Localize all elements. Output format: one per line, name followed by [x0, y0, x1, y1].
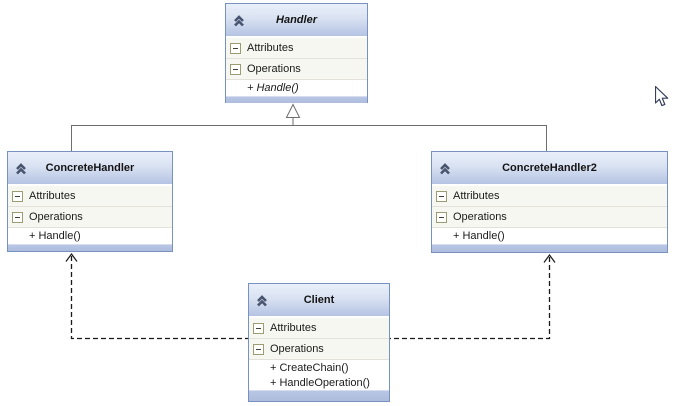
attributes-section-row[interactable]: Attributes [249, 318, 389, 339]
class-title: ConcreteHandler [45, 162, 135, 174]
minus-expander-icon[interactable] [253, 343, 264, 355]
class-header: Client [249, 284, 389, 316]
attributes-label: Attributes [453, 190, 500, 202]
class-shape-concretehandler2[interactable]: ConcreteHandler2 Attributes Operations +… [431, 151, 668, 253]
attributes-label: Attributes [29, 190, 76, 202]
operations-section-row[interactable]: Operations [432, 207, 667, 228]
inheritance-connector[interactable] [71, 103, 547, 152]
operations-label: Operations [247, 63, 301, 75]
attributes-label: Attributes [270, 322, 317, 334]
dependency-connector-right[interactable] [390, 253, 556, 340]
minus-expander-icon[interactable] [436, 190, 447, 202]
attributes-label: Attributes [247, 42, 294, 54]
minus-expander-icon[interactable] [230, 42, 241, 54]
minus-expander-icon[interactable] [230, 63, 241, 75]
shape-footer-band [8, 244, 172, 251]
operations-section-row[interactable]: Operations [8, 207, 172, 228]
operations-label: Operations [29, 211, 83, 223]
shape-footer-band [226, 96, 367, 103]
class-shape-client[interactable]: Client Attributes Operations + CreateCha… [248, 283, 390, 402]
shape-footer-band [249, 390, 389, 401]
dependency-connector-left[interactable] [65, 252, 248, 340]
dependency-arrowhead-icon [65, 252, 78, 262]
class-title: ConcreteHandler2 [502, 162, 597, 174]
class-header: ConcreteHandler2 [432, 152, 667, 184]
header-divider [226, 36, 367, 38]
shape-footer-band [432, 244, 667, 252]
class-title: Client [303, 294, 335, 306]
header-divider [432, 184, 667, 186]
class-title: Handler [276, 14, 317, 26]
class-header: Handler [226, 4, 367, 36]
inheritance-triangle-icon [285, 103, 301, 118]
dependency-arrowhead-icon [543, 253, 556, 263]
operation-item[interactable]: + HandleOperation() [249, 375, 389, 390]
minus-expander-icon[interactable] [12, 211, 23, 223]
attributes-section-row[interactable]: Attributes [226, 38, 367, 59]
collapse-chevron-icon[interactable] [13, 160, 29, 176]
operation-item[interactable]: + Handle() [8, 228, 172, 244]
collapse-chevron-icon[interactable] [231, 12, 247, 28]
minus-expander-icon[interactable] [253, 322, 264, 334]
minus-expander-icon[interactable] [12, 190, 23, 202]
attributes-section-row[interactable]: Attributes [432, 186, 667, 207]
class-shape-concretehandler[interactable]: ConcreteHandler Attributes Operations + … [7, 151, 173, 252]
header-divider [8, 184, 172, 186]
operation-item[interactable]: + Handle() [226, 80, 367, 96]
class-shape-handler[interactable]: Handler Attributes Operations + Handle() [225, 3, 368, 103]
mouse-cursor-icon [655, 86, 669, 107]
minus-expander-icon[interactable] [436, 211, 447, 223]
attributes-section-row[interactable]: Attributes [8, 186, 172, 207]
operations-section-row[interactable]: Operations [249, 339, 389, 360]
collapse-chevron-icon[interactable] [254, 292, 270, 308]
header-divider [249, 316, 389, 318]
operation-item[interactable]: + Handle() [432, 228, 667, 244]
operations-label: Operations [270, 343, 324, 355]
operation-item[interactable]: + CreateChain() [249, 360, 389, 375]
operations-section-row[interactable]: Operations [226, 59, 367, 80]
operations-label: Operations [453, 211, 507, 223]
collapse-chevron-icon[interactable] [437, 160, 453, 176]
class-header: ConcreteHandler [8, 152, 172, 184]
